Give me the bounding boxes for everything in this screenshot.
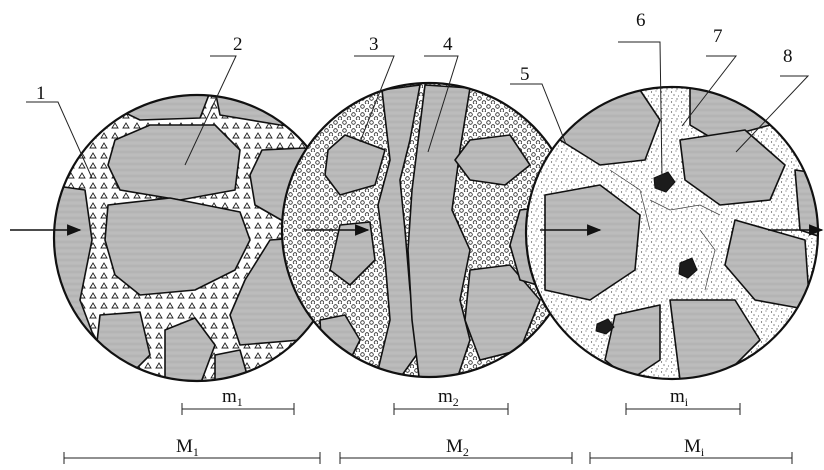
leader-4 [424,55,459,153]
label-4: 4 [443,34,453,55]
label-2: 2 [233,34,243,55]
scale-mi-sub: i [685,395,689,409]
scale-m2-base: m [438,386,453,407]
scale-mi-base: m [670,386,685,407]
svg-text:M2: M2 [446,436,469,459]
scale-M1-base: M [176,436,193,457]
label-3: 3 [369,34,379,55]
label-5: 5 [520,64,530,85]
svg-text:Mi: Mi [684,436,705,459]
leader-5 [510,83,567,145]
scale-m1-sub: 1 [237,395,243,409]
scale-Mi: Mi [589,436,793,464]
leader-6 [618,41,663,179]
label-7: 7 [713,26,723,47]
scale-mi: mi [625,386,741,415]
svg-text:M1: M1 [176,436,199,459]
leader-7 [681,55,738,127]
scale-Mi-base: M [684,436,701,457]
scale-M2-sub: 2 [463,445,469,459]
scale-M2-base: M [446,436,463,457]
leader-8 [735,75,810,153]
label-1: 1 [36,83,46,104]
leader-2 [184,55,237,166]
scale-m2: m2 [393,386,509,415]
svg-text:m1: m1 [222,386,243,409]
leader-1 [26,101,93,179]
scale-M2: M2 [339,436,573,464]
label-6: 6 [636,10,646,31]
svg-text:mi: mi [670,386,689,409]
scale-m2-sub: 2 [453,395,459,409]
leader-3 [354,55,395,143]
scale-M1: M1 [63,436,321,464]
svg-text:m2: m2 [438,386,459,409]
label-8: 8 [783,46,793,67]
scale-Mi-sub: i [701,445,705,459]
circle-3 [526,87,818,379]
scale-m1-base: m [222,386,237,407]
scale-m1: m1 [181,386,295,415]
scale-M1-sub: 1 [193,445,199,459]
